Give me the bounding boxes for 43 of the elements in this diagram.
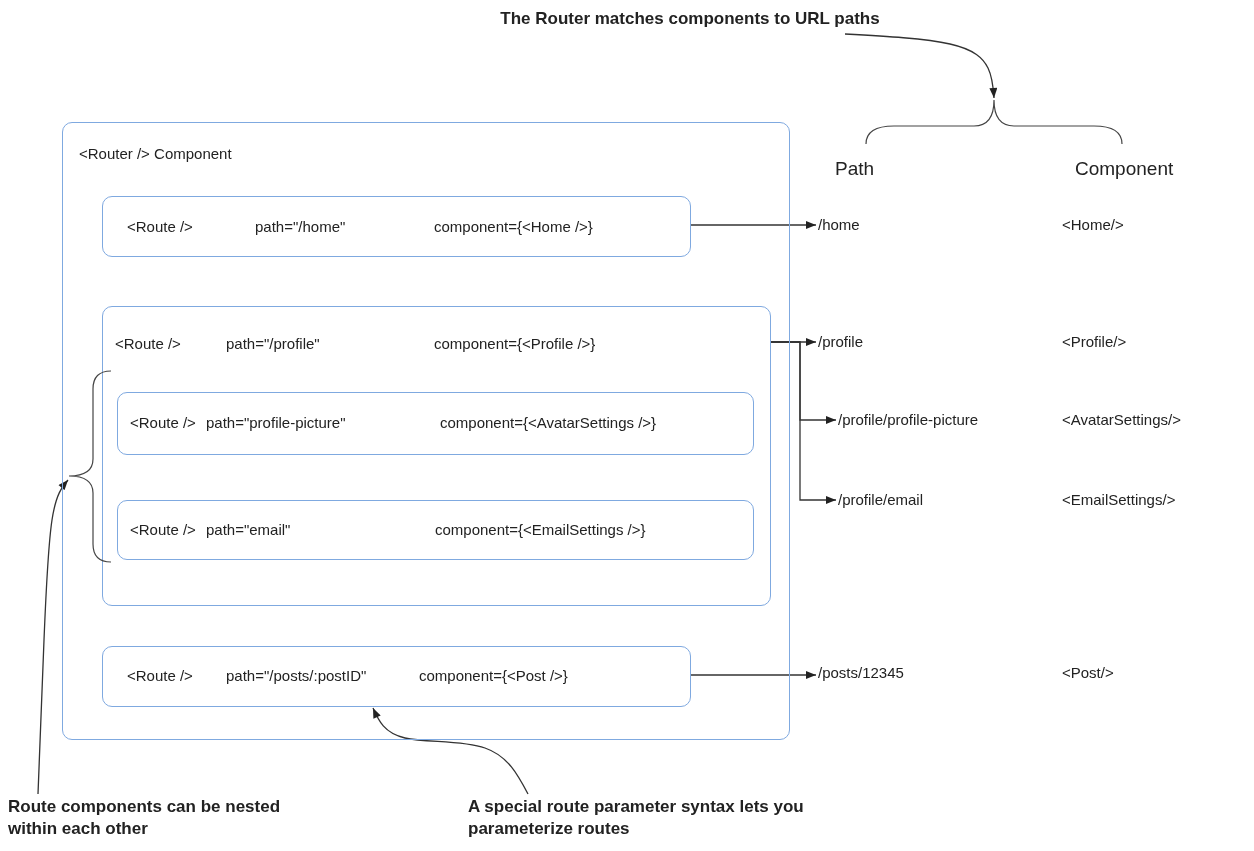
callout-arrow [844, 33, 998, 99]
component-name: <AvatarSettings/> [1062, 410, 1181, 430]
box-heading: <Router /> Component [79, 144, 232, 164]
component-attribute: component={<AvatarSettings />} [440, 413, 657, 433]
column-heading: Component [1075, 158, 1174, 180]
component-name: <Home/> [1062, 215, 1124, 235]
url-path: /posts/12345 [818, 662, 904, 684]
url-path: /profile/profile-picture [838, 409, 979, 431]
route-box [102, 646, 691, 707]
callout-arrow [372, 707, 529, 795]
route-box [117, 500, 754, 560]
column-heading: Path [835, 158, 875, 180]
url-path: /profile/email [838, 489, 924, 511]
component-attribute: component={<EmailSettings />} [435, 520, 646, 540]
route-tag: <Route /> [130, 520, 196, 540]
component-name: <EmailSettings/> [1062, 490, 1176, 510]
component-name: <Post/> [1062, 663, 1114, 683]
router-box [62, 122, 790, 740]
annotation-text: The Router matches components to URL paths [430, 8, 950, 30]
arrow [689, 671, 817, 679]
annotation-text: Route components can be nested within each other [8, 796, 288, 840]
component-attribute: component={<Home />} [434, 217, 593, 237]
arrow [769, 341, 837, 504]
annotation-text: A special route parameter syntax lets you parameterize routes [468, 796, 808, 840]
path-attribute: path="/profile" [226, 334, 320, 354]
callout-arrow [37, 479, 69, 795]
path-attribute: path="/home" [255, 217, 346, 237]
route-tag: <Route /> [127, 666, 193, 686]
route-tag: <Route /> [127, 217, 193, 237]
url-path: /profile [818, 331, 864, 353]
route-box [102, 196, 691, 257]
component-attribute: component={<Post />} [419, 666, 568, 686]
route-box [117, 392, 754, 455]
route-tag: <Route /> [130, 413, 196, 433]
arrow [689, 221, 817, 229]
path-attribute: path="profile-picture" [206, 413, 346, 433]
component-attribute: component={<Profile />} [434, 334, 596, 354]
url-path: /home [818, 214, 860, 236]
path-attribute: path="/posts/:postID" [226, 666, 367, 686]
component-name: <Profile/> [1062, 332, 1127, 352]
path-attribute: path="email" [206, 520, 291, 540]
route-box [102, 306, 771, 606]
route-tag: <Route /> [115, 334, 181, 354]
